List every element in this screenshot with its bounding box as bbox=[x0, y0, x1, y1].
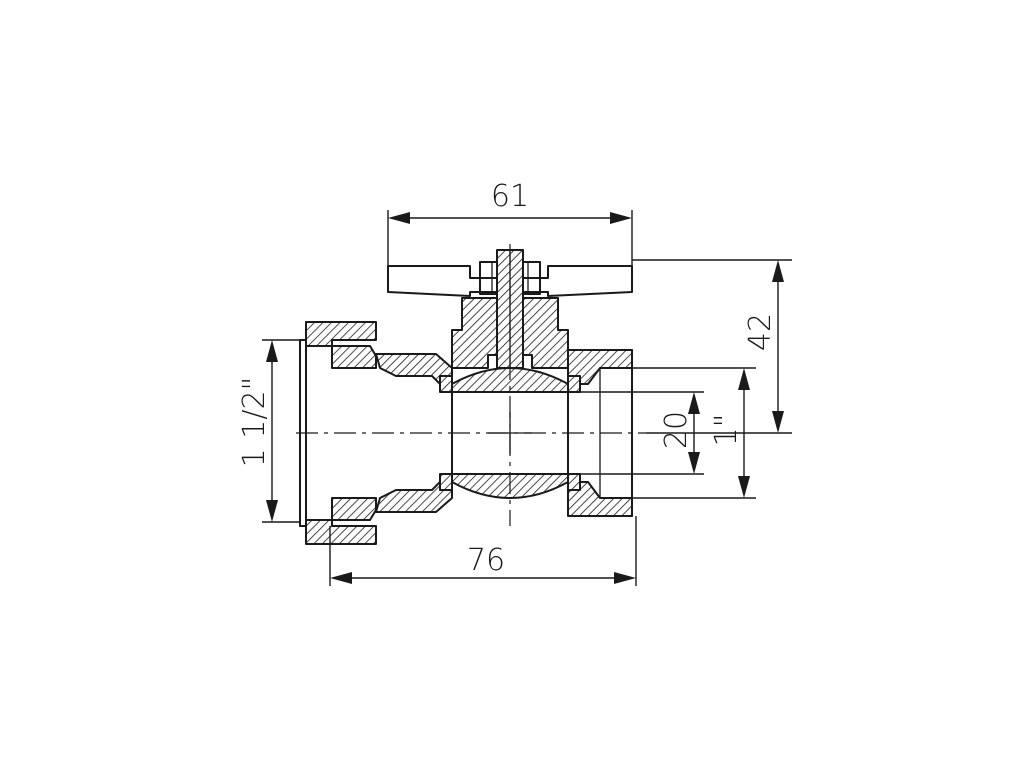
bonnet bbox=[451, 297, 569, 369]
dimension-1-1-2-inch: 1 1/2" bbox=[237, 339, 300, 523]
dimension-20: 20 bbox=[568, 391, 704, 475]
dimension-1-inch-label: 1" bbox=[709, 414, 744, 447]
dimension-42: 42 bbox=[632, 259, 792, 434]
dimension-61-label: 61 bbox=[491, 179, 529, 214]
dimension-61: 61 bbox=[387, 179, 633, 266]
seat-rings bbox=[439, 375, 581, 491]
dimension-20-label: 20 bbox=[659, 411, 694, 449]
dimension-42-label: 42 bbox=[743, 313, 778, 351]
union-nut-left bbox=[299, 321, 377, 545]
dimension-76-label: 76 bbox=[467, 543, 505, 578]
valve-body bbox=[375, 349, 633, 517]
center-lines bbox=[296, 244, 646, 526]
dimension-1-1-2-inch-label: 1 1/2" bbox=[237, 377, 272, 468]
dimension-76: 76 bbox=[329, 516, 637, 586]
dimension-1-inch: 1" bbox=[632, 367, 756, 499]
